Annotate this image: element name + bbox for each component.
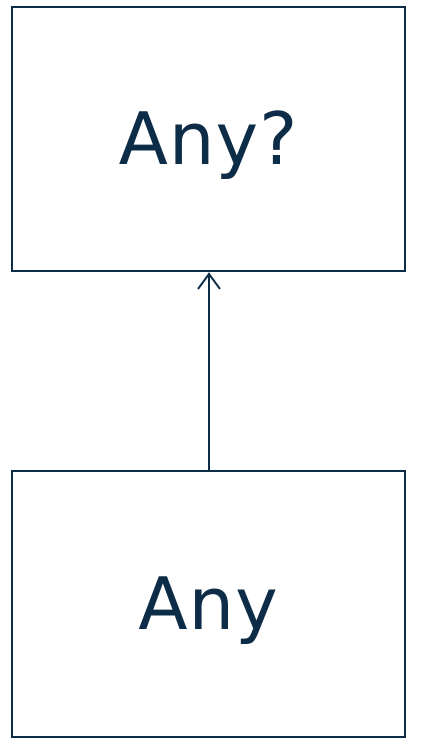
node-label-subtype: Any xyxy=(138,562,279,646)
node-supertype: Any? xyxy=(11,6,406,272)
arrowhead-icon xyxy=(197,272,221,290)
node-subtype: Any xyxy=(11,470,406,738)
node-label-supertype: Any? xyxy=(118,97,299,181)
